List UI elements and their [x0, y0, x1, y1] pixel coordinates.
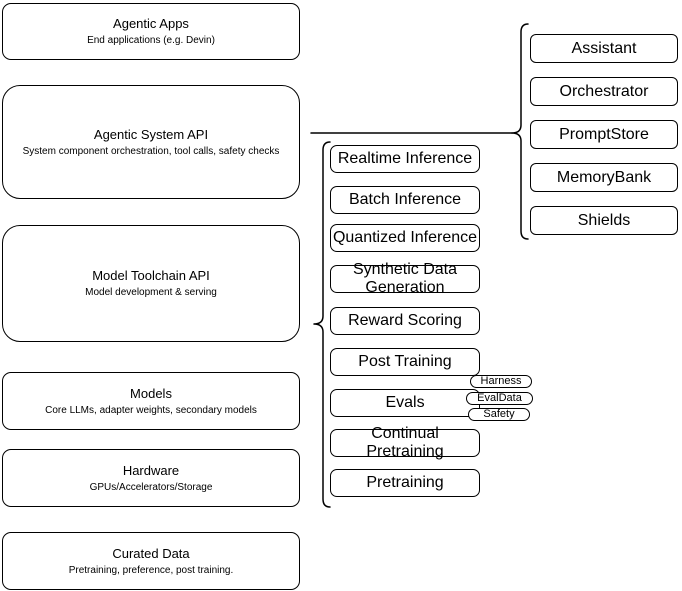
label: Batch Inference: [348, 191, 462, 208]
toolchain-box-batch-inference: Batch Inference: [330, 186, 480, 214]
box-title: Agentic Apps: [113, 16, 189, 31]
label: Shields: [577, 211, 631, 229]
label: Synthetic Data Generation: [352, 261, 458, 296]
label: PromptStore: [559, 125, 649, 143]
box-subtitle: System component orchestration, tool cal…: [22, 145, 280, 157]
label: MemoryBank: [556, 168, 652, 186]
component-box-assistant: Assistant: [530, 34, 678, 63]
box-subtitle: Core LLMs, adapter weights, secondary mo…: [45, 404, 257, 416]
toolchain-box-post-training: Post Training: [330, 348, 480, 376]
label: Quantized Inference: [332, 229, 478, 246]
label: Evals: [385, 394, 425, 411]
box-subtitle: GPUs/Accelerators/Storage: [89, 481, 213, 493]
toolchain-box-synthetic-data-generation: Synthetic Data Generation: [330, 261, 480, 296]
eval-tag-evaldata: EvalData: [466, 392, 533, 405]
box-title: Model Toolchain API: [92, 268, 210, 283]
box-subtitle: End applications (e.g. Devin): [87, 35, 215, 46]
label: Continual Pretraining: [366, 425, 444, 460]
eval-tag-harness: Harness: [470, 375, 532, 388]
box-title: Models: [130, 385, 172, 401]
toolchain-box-continual-pretraining: Continual Pretraining: [330, 425, 480, 460]
component-box-orchestrator: Orchestrator: [530, 77, 678, 106]
toolchain-box-quantized-inference: Quantized Inference: [330, 224, 480, 252]
label: Realtime Inference: [337, 150, 473, 167]
toolchain-brace: [313, 141, 331, 508]
component-box-memorybank: MemoryBank: [530, 163, 678, 192]
toolchain-box-reward-scoring: Reward Scoring: [330, 307, 480, 335]
box-title: Curated Data: [112, 545, 190, 561]
stack-box-agentic-system-api: Agentic System API System component orche…: [2, 85, 300, 199]
component-box-shields: Shields: [530, 206, 678, 235]
box-subtitle: Model development & serving: [85, 287, 217, 298]
label: Post Training: [358, 353, 452, 370]
box-subtitle: Pretraining, preference, post training.: [68, 564, 234, 576]
stack-box-model-toolchain-api: Model Toolchain API Model development & s…: [2, 225, 300, 342]
box-title: Agentic System API: [93, 126, 209, 142]
toolchain-box-pretraining: Pretraining: [330, 469, 480, 497]
components-brace: [511, 23, 529, 240]
toolchain-box-realtime-inference: Realtime Inference: [330, 145, 480, 173]
label: Reward Scoring: [348, 312, 462, 329]
toolchain-box-evals: Evals: [330, 389, 480, 417]
label: Orchestrator: [559, 82, 649, 100]
label: Pretraining: [366, 474, 444, 491]
eval-tag-safety: Safety: [468, 408, 530, 421]
label: Assistant: [571, 39, 637, 57]
component-box-promptstore: PromptStore: [530, 120, 678, 149]
box-title: Hardware: [122, 462, 180, 478]
